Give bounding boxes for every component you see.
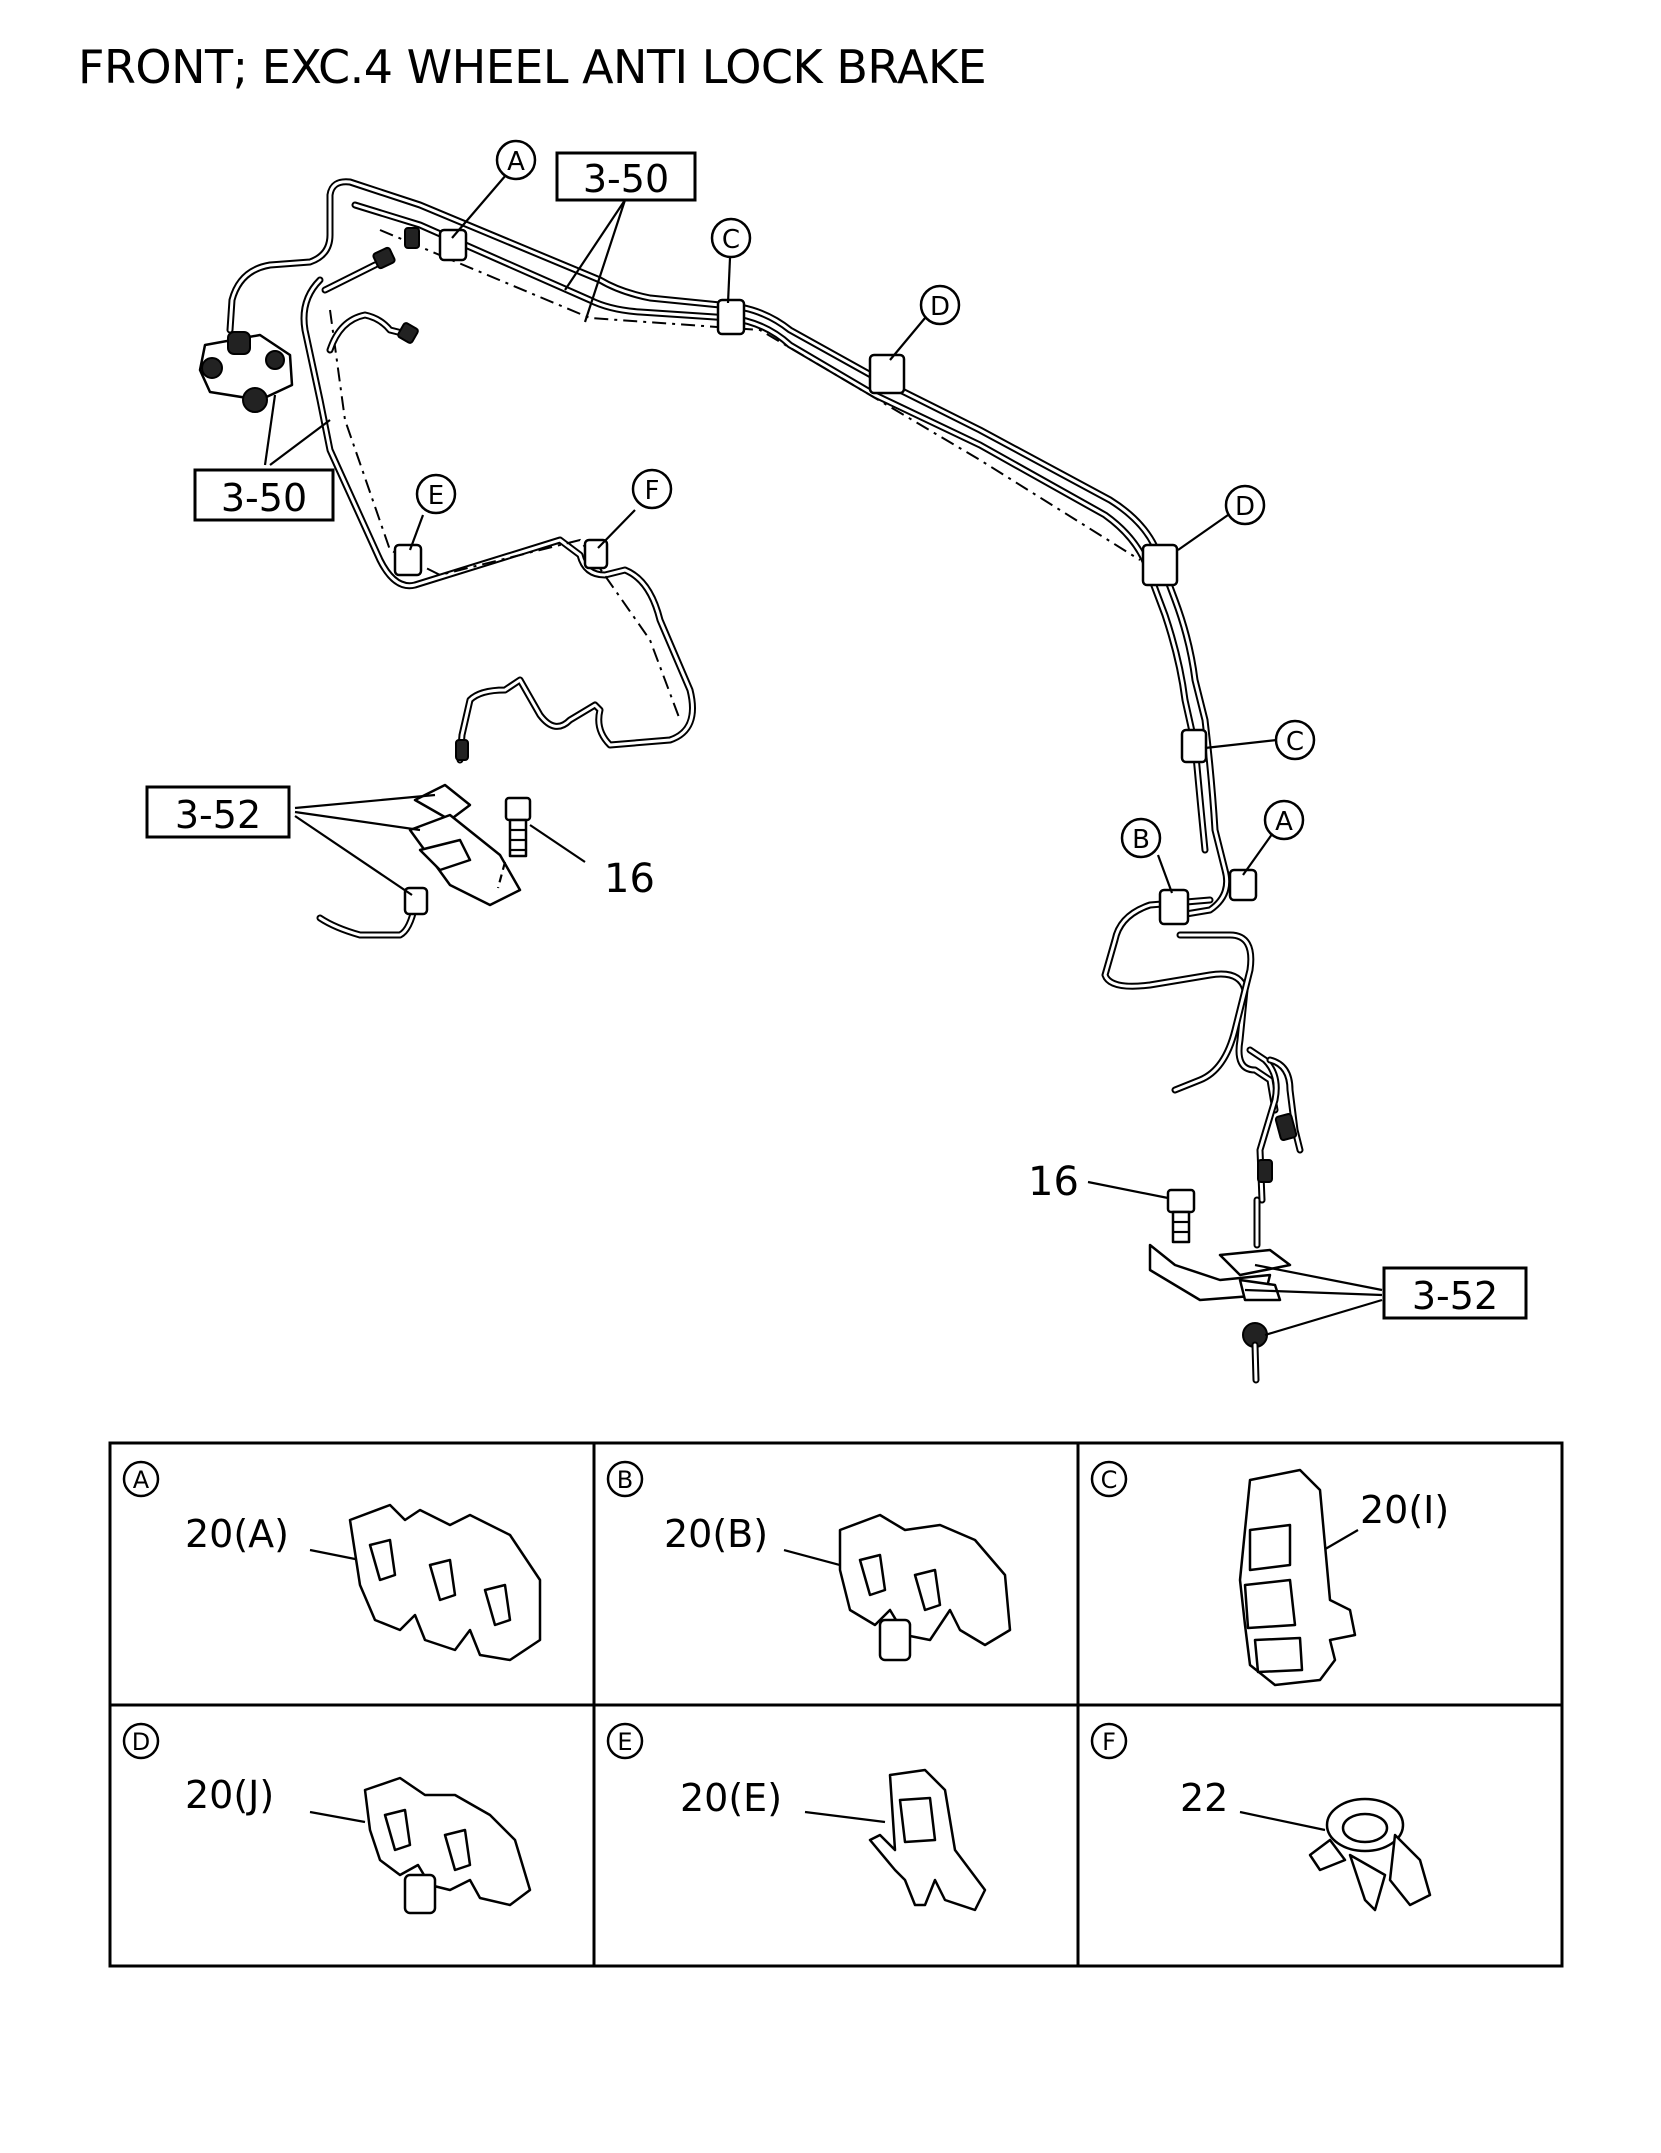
detail-letter-b: B (617, 1466, 633, 1494)
ref-box-3-52-lower-left: 3-52 (145, 785, 291, 839)
svg-text:A: A (507, 147, 525, 177)
svg-text:3-50: 3-50 (583, 157, 669, 201)
svg-text:D: D (1235, 492, 1255, 522)
diagram-title: FRONT; EXC.4 WHEEL ANTI LOCK BRAKE (78, 40, 987, 94)
pipe-fittings (372, 227, 1298, 1183)
detail-label-b: 20(B) (664, 1512, 768, 1556)
svg-text:E: E (428, 481, 444, 511)
proportioning-valve (198, 331, 294, 413)
detail-cell-c: C 20(I) (1090, 1460, 1449, 1687)
marker-a-right: A (1263, 799, 1305, 841)
detail-cell-b: B 20(B) (606, 1460, 1012, 1662)
marker-d-top: D (919, 284, 961, 326)
ref-box-3-50-left: 3-50 (193, 468, 335, 522)
detail-cell-f: F 22 (1090, 1722, 1432, 1912)
marker-c-top: C (710, 217, 752, 259)
svg-text:B: B (1132, 825, 1150, 855)
detail-letter-f: F (1102, 1728, 1116, 1756)
detail-label-c: 20(I) (1360, 1488, 1449, 1532)
bolt-left (496, 796, 532, 889)
detail-label-d: 20(J) (185, 1773, 274, 1817)
detail-cell-e: E 20(E) (606, 1722, 987, 1912)
pipe-clips (393, 228, 1258, 926)
bracket-left (408, 783, 522, 907)
svg-text:C: C (722, 225, 740, 255)
detail-letter-d: D (132, 1728, 150, 1756)
ref-box-3-50-top: 3-50 (555, 151, 697, 202)
svg-text:3-52: 3-52 (1412, 1274, 1498, 1318)
marker-b-right: B (1120, 817, 1162, 859)
detail-letter-e: E (617, 1728, 632, 1756)
svg-text:C: C (1286, 727, 1304, 757)
detail-label-f: 22 (1180, 1776, 1228, 1820)
ref-box-3-52-lower-right: 3-52 (1382, 1266, 1528, 1320)
part-number-16-right: 16 (1028, 1159, 1079, 1205)
detail-cell-d: D 20(J) (122, 1722, 532, 1915)
marker-f-left: F (631, 468, 673, 510)
marker-a-top: A (495, 139, 537, 181)
detail-letter-a: A (133, 1466, 150, 1494)
svg-text:3-50: 3-50 (221, 476, 307, 520)
detail-label-a: 20(A) (185, 1512, 289, 1556)
leader-lines (263, 174, 1383, 1337)
marker-e-left: E (415, 473, 457, 515)
detail-letter-c: C (1101, 1466, 1118, 1494)
brake-pipes (226, 178, 1304, 1204)
detail-label-e: 20(E) (680, 1776, 782, 1820)
svg-text:F: F (645, 476, 660, 506)
marker-d-right: D (1224, 484, 1266, 526)
svg-text:3-52: 3-52 (175, 793, 261, 837)
detail-grid (108, 1441, 1564, 1968)
marker-c-right: C (1274, 719, 1316, 761)
part-number-16-left: 16 (604, 856, 655, 902)
svg-text:A: A (1275, 807, 1293, 837)
detail-cell-a: A 20(A) (122, 1460, 542, 1662)
bolt-right (1166, 1188, 1268, 1384)
svg-text:D: D (930, 292, 950, 322)
